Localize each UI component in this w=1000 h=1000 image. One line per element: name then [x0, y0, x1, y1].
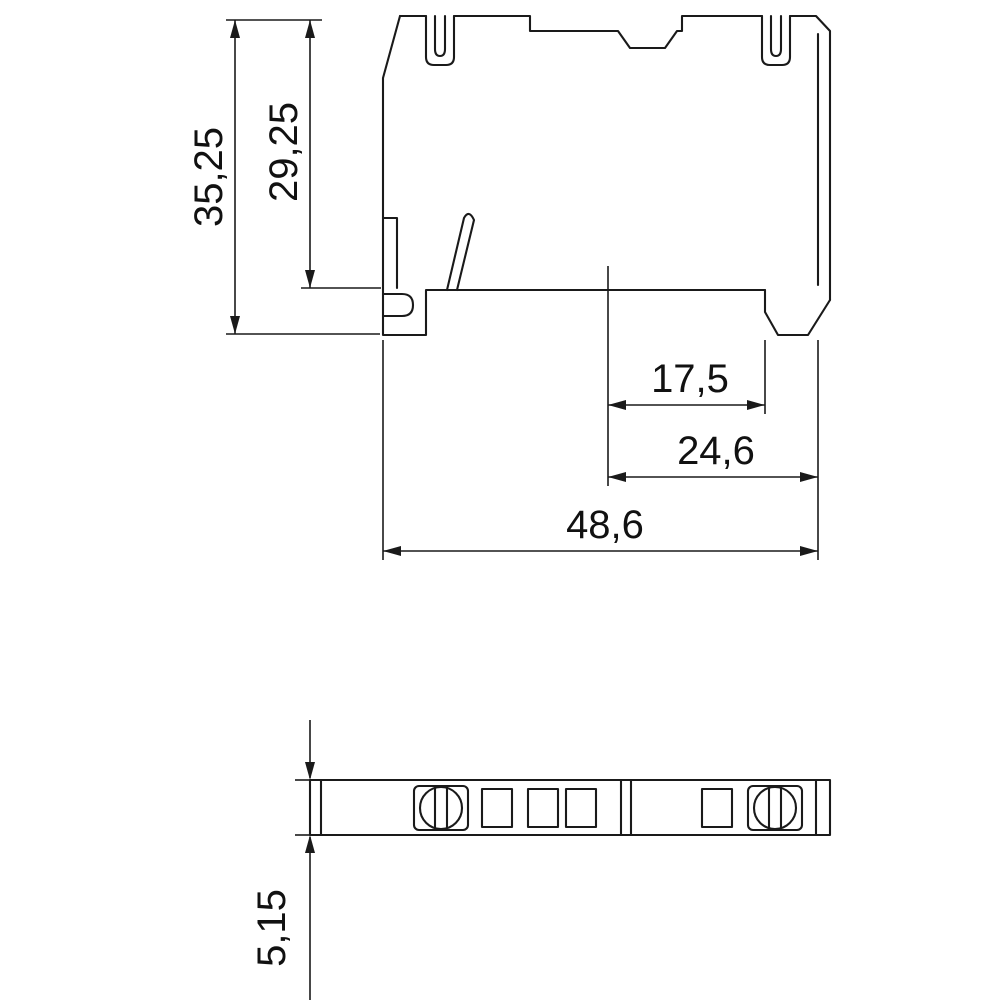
extension-lines-horizontal-dims — [382, 266, 819, 560]
dimension-body-height: 29,25 — [262, 20, 381, 289]
right-foot — [763, 288, 832, 337]
release-lever — [445, 212, 476, 292]
arrowhead-right — [800, 472, 818, 482]
arrowhead-left — [608, 400, 626, 410]
clamp-screw-left — [412, 784, 470, 832]
dimension-label-35-25: 35,25 — [187, 127, 231, 227]
opening-square — [480, 787, 514, 829]
screw-cavity-outline — [746, 784, 804, 832]
clamp-screw-right — [746, 784, 804, 832]
arrowhead-down — [230, 316, 240, 334]
left-wall-step-detail — [381, 216, 399, 290]
arrowhead-up — [230, 20, 240, 38]
screw-terminal-left-slot — [433, 14, 447, 58]
bottom-view-body — [308, 778, 832, 837]
dimension-label-17-5: 17,5 — [651, 357, 729, 401]
opening-square — [700, 787, 734, 829]
dimension-thickness-5-15: 5,15 — [250, 720, 315, 1000]
dimension-17-5: 17,5 — [608, 357, 765, 410]
arrowhead-up — [305, 835, 315, 853]
dimension-label-5-15: 5,15 — [250, 889, 294, 967]
arrowhead-up — [305, 20, 315, 38]
screw-terminal-left-outer — [424, 14, 456, 67]
screw-cavity-outline — [412, 784, 470, 832]
screw-head — [418, 785, 464, 831]
left-foot-hook-slot — [381, 292, 415, 318]
dimension-label-24-6: 24,6 — [677, 429, 755, 473]
arrowhead-down — [305, 270, 315, 288]
dimension-label-29-25: 29,25 — [262, 102, 306, 202]
dimension-overall-height: 35,25 — [187, 19, 380, 335]
dimension-24-6: 24,6 — [608, 429, 818, 482]
arrowhead-down — [305, 762, 315, 780]
arrowhead-right — [747, 400, 765, 410]
bottom-view — [308, 778, 832, 837]
screw-head — [752, 785, 798, 831]
dimension-label-48-6: 48,6 — [566, 503, 644, 547]
arrowhead-right — [800, 546, 818, 556]
side-view — [381, 14, 832, 337]
side-view-outline-top — [398, 14, 832, 302]
screw-terminal-right-slot — [769, 14, 783, 58]
side-view-outline-left — [381, 14, 767, 337]
arrowhead-left — [383, 546, 401, 556]
opening-square — [526, 787, 560, 829]
screw-terminal-right-outer — [760, 14, 792, 67]
opening-square — [564, 787, 598, 829]
dimension-48-6: 48,6 — [383, 503, 818, 556]
arrowhead-left — [608, 472, 626, 482]
